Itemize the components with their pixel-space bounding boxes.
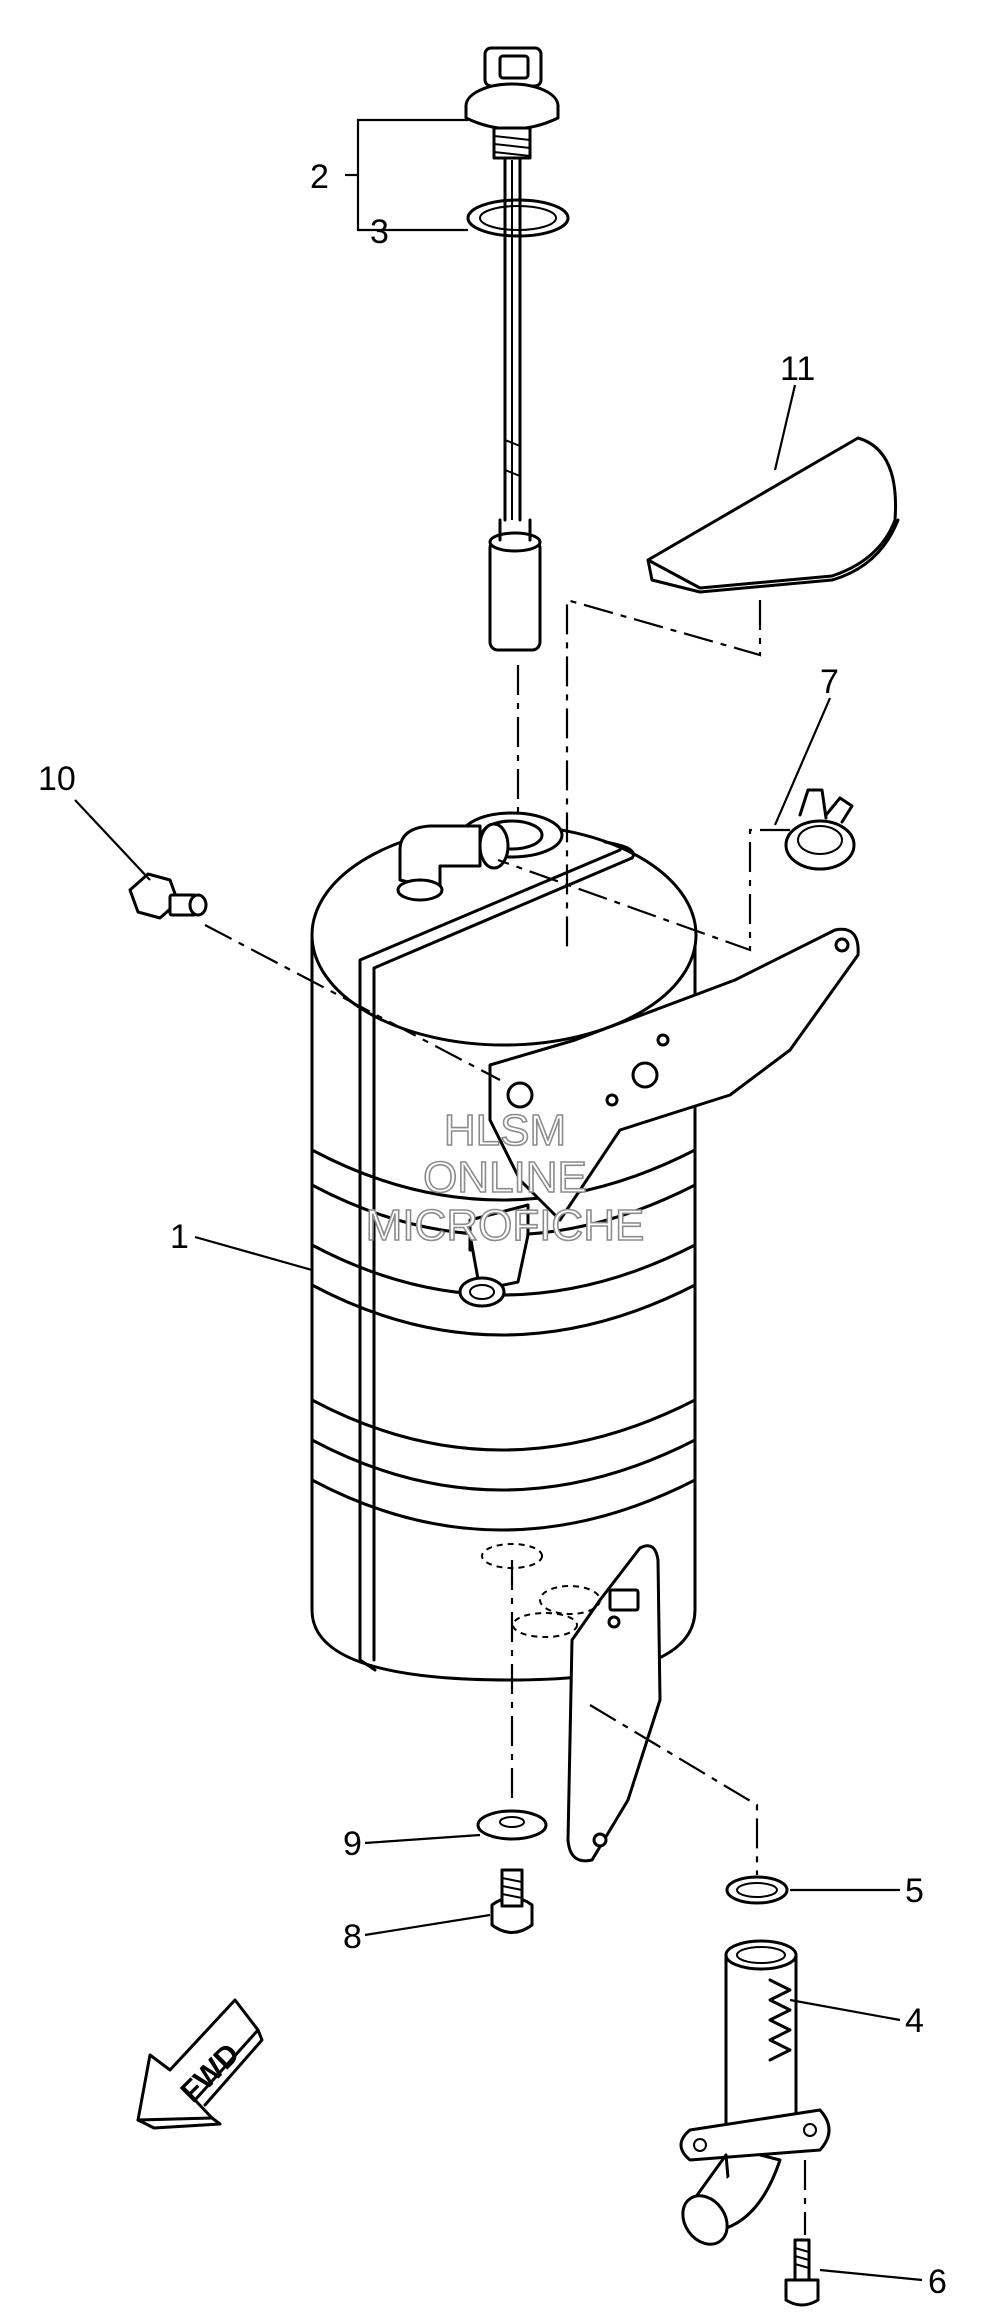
part-sender-unit — [464, 46, 560, 652]
assembly-lines — [204, 598, 807, 2235]
callouts: 2 3 11 7 10 1 9 5 8 4 6 — [38, 158, 947, 2301]
callout-9: 9 — [343, 1825, 362, 1863]
watermark: HLSM ONLINE MICROFICHE — [365, 1105, 645, 1251]
part-clamp-7 — [784, 788, 856, 871]
part-o-ring-3 — [466, 198, 570, 238]
part-screw-6 — [784, 2238, 820, 2307]
callout-8: 8 — [343, 1918, 362, 1956]
callout-3: 3 — [370, 213, 389, 251]
part-pad-11 — [646, 436, 900, 594]
part-washer-9 — [476, 1809, 548, 1841]
part-bolt-10 — [128, 872, 208, 920]
part-pipe-4 — [679, 1939, 831, 2246]
watermark-line-2: ONLINE — [423, 1153, 587, 1202]
callout-4: 4 — [905, 2002, 924, 2040]
callout-7: 7 — [820, 663, 839, 701]
part-tank-1 — [310, 811, 860, 1863]
callout-5: 5 — [905, 1872, 924, 1910]
callout-2: 2 — [310, 158, 329, 196]
watermark-line-3: MICROFICHE — [366, 1201, 645, 1250]
watermark-line-1: HLSM — [444, 1106, 566, 1155]
part-bolt-8 — [490, 1868, 534, 1934]
callout-1: 1 — [170, 1218, 189, 1256]
fwd-arrow: FWD — [136, 1998, 264, 2130]
callout-6: 6 — [928, 2263, 947, 2301]
callout-10: 10 — [38, 760, 76, 798]
part-o-ring-5 — [725, 1875, 789, 1905]
callout-11: 11 — [780, 350, 815, 388]
leader-lines — [74, 118, 923, 2282]
